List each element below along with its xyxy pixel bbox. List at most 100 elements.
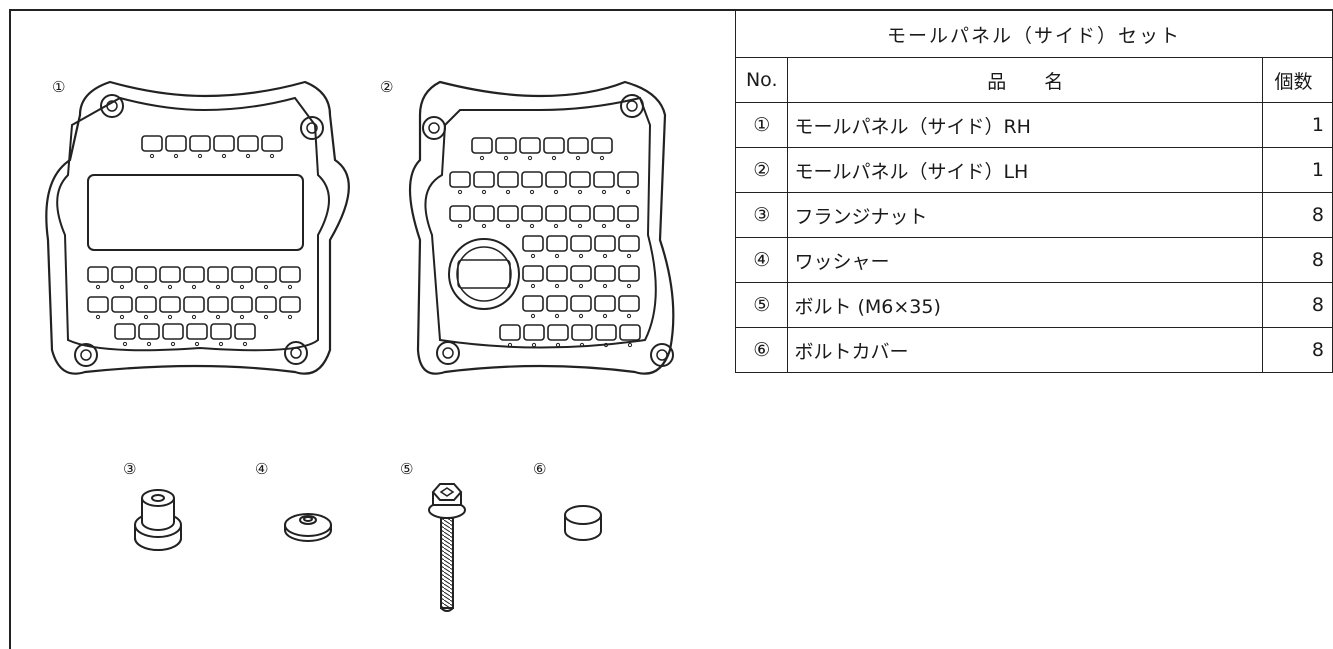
table-row: ⑥ ボルトカバー 8 [734, 327, 1333, 373]
figure-label-panel-rh: ① [52, 78, 66, 96]
vent-hole [591, 137, 613, 154]
vent-hole [521, 171, 543, 188]
vent-dot [95, 284, 101, 290]
vent-dot [167, 314, 173, 320]
vent-hole [159, 266, 181, 283]
figure-label-washer: ④ [255, 460, 269, 478]
vent-dot [218, 341, 224, 347]
page-frame [9, 9, 1333, 649]
vent-dot [531, 342, 537, 348]
vent-hole [497, 171, 519, 188]
vent-hole [135, 296, 157, 313]
vent-hole [570, 295, 592, 312]
vent-dot [577, 223, 583, 229]
vent-hole [231, 296, 253, 313]
row-no: ③ [734, 192, 789, 238]
vent-hole [522, 265, 544, 282]
panel-lh-drawing [408, 80, 675, 375]
vent-hole [595, 324, 617, 341]
vent-dot [529, 223, 535, 229]
vent-dot [507, 342, 513, 348]
vent-hole [571, 324, 593, 341]
vent-dot [194, 341, 200, 347]
vent-dot [602, 313, 608, 319]
row-no: ② [734, 147, 789, 193]
vent-hole [547, 324, 569, 341]
vent-hole [114, 323, 136, 340]
vent-dot [95, 314, 101, 320]
vent-dot [457, 223, 463, 229]
table-row: ⑤ ボルト (M6×35) 8 [734, 282, 1333, 328]
vent-dot [578, 313, 584, 319]
row-no: ① [734, 102, 789, 148]
vent-dot [601, 189, 607, 195]
vent-dot [530, 313, 536, 319]
bolt-cover-drawing [564, 505, 602, 541]
vent-hole [499, 324, 521, 341]
row-no: ④ [734, 237, 789, 283]
vent-hole [237, 135, 259, 152]
vent-hole [495, 137, 517, 154]
vent-hole [569, 171, 591, 188]
vent-dot [197, 153, 203, 159]
vent-hole [261, 135, 283, 152]
row-name: ボルト (M6×35) [787, 282, 1264, 328]
vent-hole [545, 171, 567, 188]
row-qty: 8 [1262, 192, 1333, 238]
vent-hole [141, 135, 163, 152]
row-qty: 8 [1262, 237, 1333, 283]
vent-dot [578, 253, 584, 259]
figure-label-panel-lh: ② [380, 78, 394, 96]
vent-dot [602, 283, 608, 289]
panel-rh-drawing [45, 80, 350, 375]
vent-dot [170, 341, 176, 347]
row-qty: 8 [1262, 282, 1333, 328]
vent-dot [554, 283, 560, 289]
vent-hole [473, 171, 495, 188]
vent-hole [569, 205, 591, 222]
vent-hole [87, 296, 109, 313]
vent-dot [553, 189, 559, 195]
table-title: モールパネル（サイド）セット [735, 10, 1333, 58]
vent-hole [523, 324, 545, 341]
vent-hole [593, 171, 615, 188]
vent-dot [505, 223, 511, 229]
row-no: ⑥ [734, 327, 789, 373]
vent-dot [578, 283, 584, 289]
vent-dot [215, 284, 221, 290]
vent-dot [481, 223, 487, 229]
vent-dot [119, 314, 125, 320]
vent-hole [546, 235, 568, 252]
vent-hole [189, 135, 211, 152]
vent-dot [269, 153, 275, 159]
header-name: 品 名 [787, 57, 1264, 103]
vent-dot [245, 153, 251, 159]
vent-dot [287, 284, 293, 290]
figure-label-bolt-cover: ⑥ [533, 460, 547, 478]
vent-dot [191, 284, 197, 290]
vent-dot [554, 253, 560, 259]
table-row: ① モールパネル（サイド）RH 1 [734, 102, 1333, 148]
vent-dot [143, 284, 149, 290]
vent-hole [213, 135, 235, 152]
vent-hole [255, 296, 277, 313]
vent-hole [473, 205, 495, 222]
vent-dot [551, 155, 557, 161]
vent-hole [594, 235, 616, 252]
table-row: ④ ワッシャー 8 [734, 237, 1333, 283]
vent-hole [519, 137, 541, 154]
vent-hole [135, 266, 157, 283]
row-name: ボルトカバー [787, 327, 1264, 373]
vent-dot [122, 341, 128, 347]
vent-dot [239, 314, 245, 320]
vent-hole [207, 266, 229, 283]
vent-dot [601, 223, 607, 229]
vent-dot [530, 253, 536, 259]
vent-dot [503, 155, 509, 161]
vent-dot [553, 223, 559, 229]
vent-dot [527, 155, 533, 161]
vent-dot [627, 342, 633, 348]
vent-hole [617, 171, 639, 188]
parts-table: モールパネル（サイド）セット No. 品 名 個数 ① モールパネル（サイド）R… [734, 10, 1333, 373]
vent-dot [626, 283, 632, 289]
